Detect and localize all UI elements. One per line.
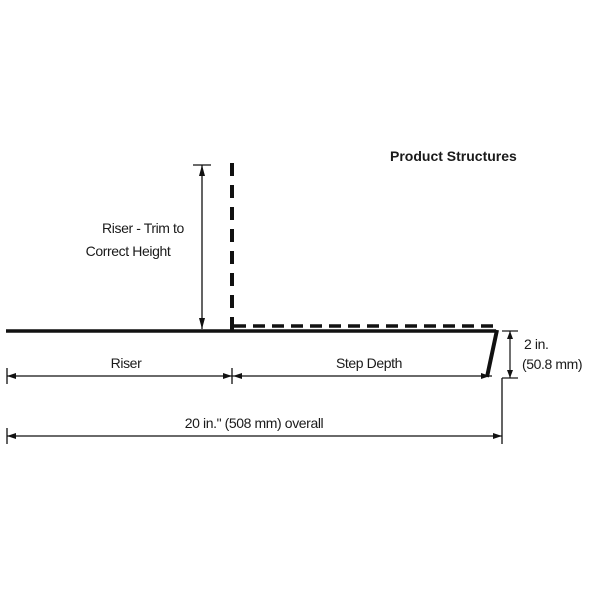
riser-arrow-left [7,373,16,379]
trim-height-arrow-bottom [199,318,205,329]
riser-label: Riser [111,355,142,371]
overall-arrow-left [7,433,16,439]
overall-label: 20 in." (508 mm) overall [185,415,324,431]
height-arrow-top [507,331,513,339]
step-depth-arrow-right [481,373,490,379]
trim-height-arrow-top [199,165,205,176]
height-arrow-bottom [507,370,513,378]
step-depth-label: Step Depth [336,355,402,371]
step-nose-edge [485,329,499,378]
step-depth-arrow-left [233,373,242,379]
height-label-line2: (50.8 mm) [522,356,582,372]
riser-arrow-right [223,373,232,379]
height-label-line1: 2 in. [524,336,548,352]
riser-trim-label-line1: Riser - Trim to [102,220,185,236]
diagram-title: Product Structures [390,148,517,164]
riser-trim-label-line2: Correct Height [86,243,171,259]
overall-arrow-right [493,433,502,439]
